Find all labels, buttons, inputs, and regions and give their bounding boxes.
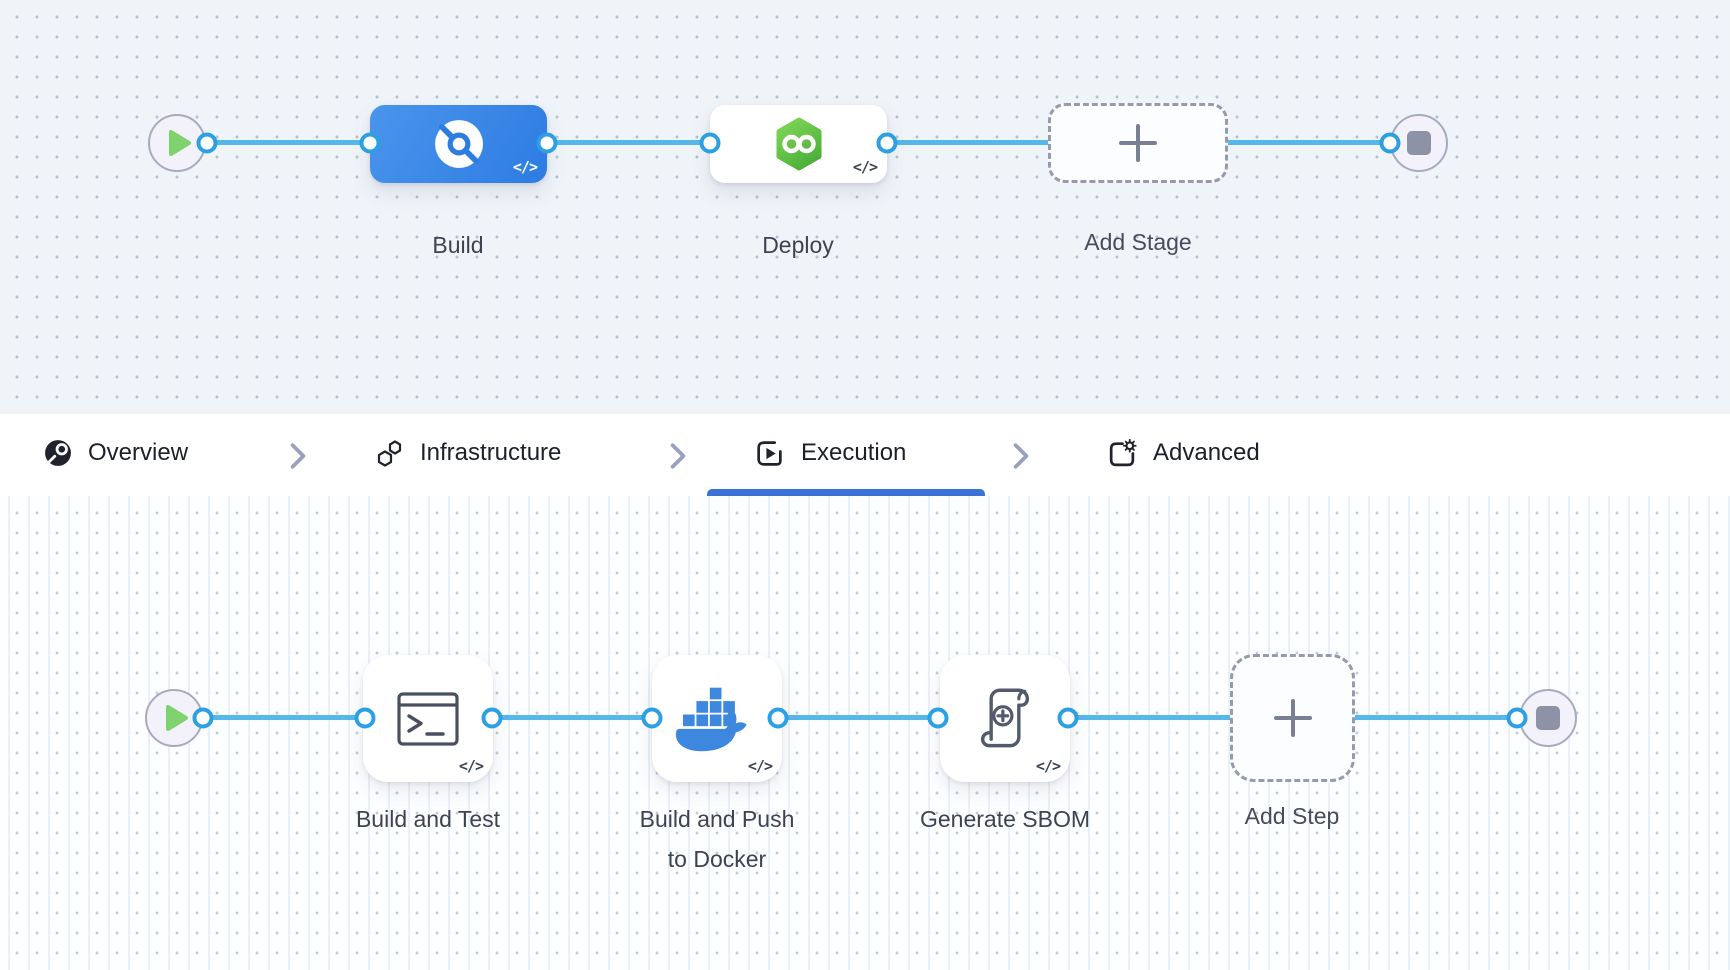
- connector-dot: [767, 707, 789, 729]
- connector-dot: [481, 707, 503, 729]
- step-label-generate-sbom: Generate SBOM: [919, 806, 1091, 832]
- step-card-generate-sbom[interactable]: </>: [940, 655, 1070, 782]
- step-card-build-and-push-to-docker[interactable]: </>: [652, 655, 782, 782]
- connector-dot: [536, 132, 558, 154]
- step-label-build-and-test: Build and Test: [355, 806, 501, 832]
- active-tab-indicator: [707, 489, 985, 496]
- stage-canvas[interactable]: </> </> Build Deploy Add Sta: [0, 0, 1730, 414]
- cd-deploy-icon: [776, 117, 821, 171]
- plus-icon: [1273, 699, 1312, 737]
- connector-dot: [1379, 132, 1401, 154]
- connector-dot: [354, 707, 376, 729]
- stage-label-add-stage: Add Stage: [1084, 229, 1192, 255]
- chevron-right-icon: [290, 443, 306, 469]
- ci-build-icon: [434, 120, 483, 168]
- execution-icon: [757, 440, 782, 466]
- stage-overview-icon: [45, 440, 71, 466]
- connector-dot: [641, 707, 663, 729]
- step-label-add-step: Add Step: [1244, 803, 1340, 829]
- infrastructure-icon: [377, 440, 402, 467]
- execution-step-canvas[interactable]: </> </> </>: [0, 496, 1730, 970]
- tab-overview[interactable]: Overview: [44, 436, 188, 470]
- code-braces-icon[interactable]: </>: [852, 158, 878, 176]
- run-shell-icon: [397, 691, 459, 746]
- tab-infrastructure-label: Infrastructure: [420, 439, 562, 466]
- code-braces-icon[interactable]: </>: [747, 757, 773, 775]
- tab-infrastructure[interactable]: Infrastructure: [374, 436, 561, 470]
- docker-icon: [675, 687, 747, 751]
- chevron-right-icon: [670, 443, 686, 469]
- sbom-scroll-icon: [980, 688, 1030, 747]
- connector-line: [492, 715, 652, 720]
- chevron-right-icon: [1013, 443, 1029, 469]
- play-icon: [165, 705, 188, 731]
- connector-dot: [359, 132, 381, 154]
- connector-dot: [196, 132, 218, 154]
- steps-end-node: [1519, 689, 1577, 747]
- play-icon: [168, 130, 191, 156]
- tab-execution[interactable]: Execution: [754, 436, 906, 470]
- connector-line: [547, 140, 710, 145]
- stage-card-build[interactable]: </>: [370, 105, 547, 183]
- plus-icon: [1119, 124, 1157, 162]
- advanced-icon: [1109, 438, 1137, 466]
- connector-dot: [1506, 707, 1528, 729]
- stage-label-build: Build: [432, 232, 484, 258]
- tab-advanced[interactable]: Advanced: [1106, 436, 1260, 470]
- code-braces-icon[interactable]: </>: [458, 757, 484, 775]
- connector-dot: [192, 707, 214, 729]
- connector-dot: [699, 132, 721, 154]
- connector-line: [203, 715, 365, 720]
- code-braces-icon[interactable]: </>: [512, 158, 538, 176]
- stop-icon: [1536, 706, 1560, 730]
- tab-execution-label: Execution: [801, 439, 907, 466]
- pipeline-start-node: [148, 114, 206, 172]
- tab-advanced-label: Advanced: [1153, 439, 1260, 466]
- connector-dot: [927, 707, 949, 729]
- connector-dot: [1057, 707, 1079, 729]
- stop-icon: [1407, 131, 1431, 155]
- connector-line: [207, 140, 370, 145]
- tab-overview-label: Overview: [88, 439, 189, 466]
- step-card-build-and-test[interactable]: </>: [363, 655, 493, 782]
- step-label-build-and-push: Build and Push: [639, 806, 795, 832]
- add-stage-button[interactable]: [1048, 103, 1228, 183]
- stage-card-deploy[interactable]: </>: [710, 105, 887, 183]
- code-braces-icon[interactable]: </>: [1035, 757, 1061, 775]
- stage-label-deploy: Deploy: [762, 232, 834, 258]
- step-label-to-docker: to Docker: [667, 846, 767, 872]
- connector-dot: [876, 132, 898, 154]
- add-step-button[interactable]: [1230, 654, 1355, 782]
- connector-line: [778, 715, 938, 720]
- stage-config-tabbar: Overview Infrastructure Execution: [0, 414, 1730, 496]
